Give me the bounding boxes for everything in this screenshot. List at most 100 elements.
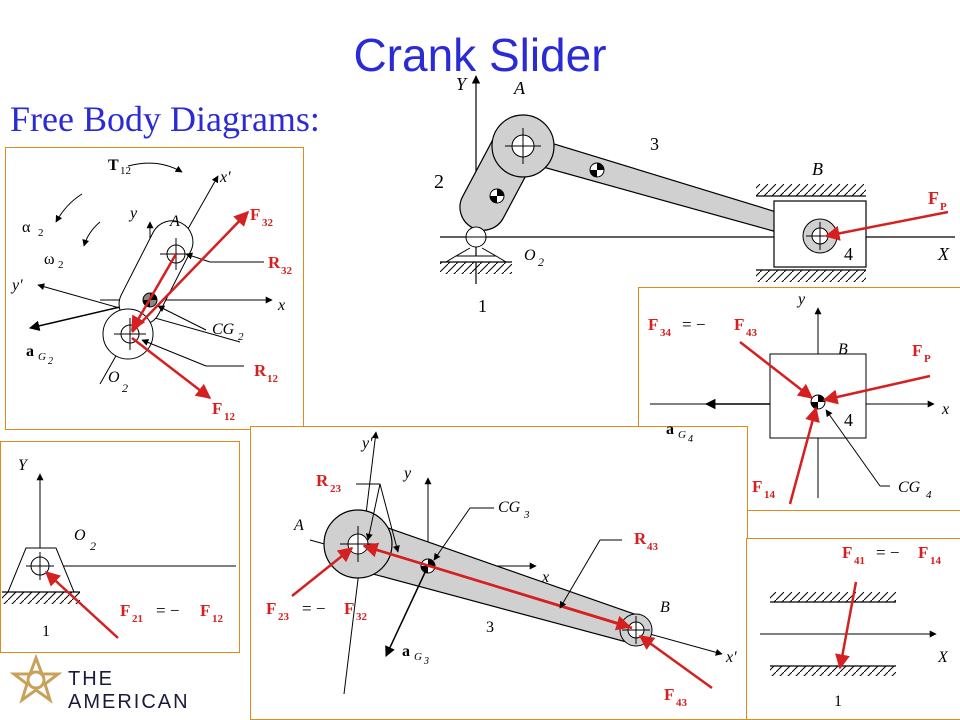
p4-y-label: y	[402, 465, 412, 482]
p2-F34-sub: 34	[660, 327, 672, 339]
p4-CG-sub: 3	[523, 509, 530, 521]
p1-R32-label: R	[268, 253, 281, 272]
p1-F12-sub: 12	[224, 411, 236, 423]
p4-yprime-label: y'	[360, 435, 373, 452]
ground-base	[444, 255, 508, 263]
p4-xprime-label: x'	[725, 649, 737, 666]
p5-ground-label: 1	[834, 693, 842, 710]
p4-R23-sub: 23	[330, 483, 342, 495]
p4-F23-sub: 23	[278, 611, 290, 623]
star-emblem-icon	[10, 654, 62, 704]
p5-F41-label: F	[842, 543, 852, 562]
p4-A-label: A	[293, 517, 304, 534]
main-O2-label: O	[524, 247, 536, 264]
p1-T12-sub: 12	[120, 165, 131, 177]
main-ground-label: 1	[478, 296, 487, 316]
p1-xprime-label: x'	[219, 169, 231, 186]
main-link3-label: 3	[650, 134, 659, 154]
p4-F23-label: F	[266, 599, 276, 618]
p2-F14-sub: 14	[764, 489, 776, 501]
p2-FP-label: F	[912, 341, 922, 360]
p1-yprime-label: y'	[10, 277, 23, 294]
logo-text: THE AMERICAN	[68, 668, 190, 713]
panel-wall-fbd	[746, 538, 960, 720]
p1-omega-label: ω	[44, 251, 55, 268]
p2-y-label: y	[796, 291, 806, 308]
p3-ground-label: 1	[42, 623, 50, 640]
p1-F32-label: F	[250, 205, 260, 224]
slide-subtitle: Free Body Diagrams:	[10, 99, 320, 139]
p4-equals: = −	[302, 599, 325, 618]
p2-aG-label: a	[666, 421, 674, 438]
p3-F21-label: F	[120, 601, 130, 620]
p1-R12-label: R	[254, 361, 267, 380]
p1-F12-label: F	[212, 399, 222, 418]
p4-link-label: 3	[486, 619, 494, 636]
p1-aG-sub2: 2	[48, 356, 53, 367]
main-mechanism	[440, 75, 955, 284]
p3-F12-sub: 12	[212, 613, 224, 625]
p1-T12-label: T	[108, 157, 119, 174]
p1-alpha-label: α	[22, 219, 31, 236]
main-link4-label: 4	[844, 244, 853, 264]
p1-O-sub: 2	[122, 381, 128, 395]
p1-y-label: y	[128, 205, 138, 222]
p4-aG-sub: G	[414, 651, 422, 663]
p1-R12-sub: 12	[267, 373, 279, 385]
p3-O-sub: 2	[90, 539, 96, 553]
p4-R43-label: R	[634, 529, 647, 548]
p5-F14-sub: 14	[930, 555, 942, 567]
p4-aG-label: a	[402, 643, 410, 660]
p4-R43-sub: 43	[647, 541, 659, 553]
p3-F21-sub: 21	[132, 613, 143, 625]
p1-A-label: A	[169, 213, 180, 230]
p1-aG-sub: G	[38, 351, 46, 363]
p2-F43-sub: 43	[746, 327, 758, 339]
p5-F14-label: F	[918, 543, 928, 562]
main-Y-label: Y	[456, 74, 468, 94]
p3-F12-label: F	[200, 601, 210, 620]
brand-logo: THE AMERICAN	[8, 654, 240, 713]
p1-omega-sub: 2	[58, 259, 64, 271]
p2-equals: = −	[682, 315, 705, 334]
main-FP-label: F	[928, 188, 939, 208]
p2-F43-label: F	[734, 315, 744, 334]
p5-X-label: X	[937, 649, 949, 666]
slide-title: Crank Slider	[353, 29, 607, 81]
p1-alpha-sub: 2	[38, 227, 44, 239]
main-A-label: A	[513, 78, 526, 98]
p3-O-label: O	[74, 527, 86, 544]
p2-aG-sub: G	[678, 429, 686, 441]
p2-FP-sub: P	[924, 353, 931, 365]
p4-F43-sub: 43	[676, 697, 688, 709]
main-B-label: B	[812, 159, 823, 179]
p1-O-label: O	[108, 369, 120, 386]
main-FP-sub: P	[940, 201, 947, 213]
p4-F32-label: F	[344, 599, 354, 618]
p2-B-label: B	[838, 341, 848, 358]
p2-aG-sub2: 4	[688, 434, 693, 445]
panel-link2-fbd	[5, 147, 304, 430]
p1-F32-sub: 32	[262, 217, 274, 229]
p4-F43-label: F	[664, 685, 674, 704]
p5-F41-sub: 41	[854, 555, 865, 567]
p4-CG-label: CG	[498, 499, 521, 516]
p2-F14-label: F	[752, 477, 762, 496]
p1-aG-label: a	[26, 343, 34, 360]
p1-CG-sub: 2	[238, 331, 244, 343]
p2-diagram	[650, 307, 935, 505]
p3-Y-label: Y	[18, 457, 29, 474]
p5-equals: = −	[876, 543, 899, 562]
p2-link-label: 4	[844, 410, 853, 430]
p1-R32-sub: 32	[281, 265, 293, 277]
main-O2-sub: 2	[538, 255, 544, 269]
p2-CG-label: CG	[898, 479, 921, 496]
p1-x-label: x	[277, 297, 285, 314]
p4-B-label: B	[660, 599, 670, 616]
main-FP-arrow	[824, 210, 949, 241]
p3-equals: = −	[156, 601, 179, 620]
p4-diagram	[291, 431, 723, 695]
p1-CG-label: CG	[212, 321, 235, 338]
main-link2-label: 2	[434, 171, 444, 193]
